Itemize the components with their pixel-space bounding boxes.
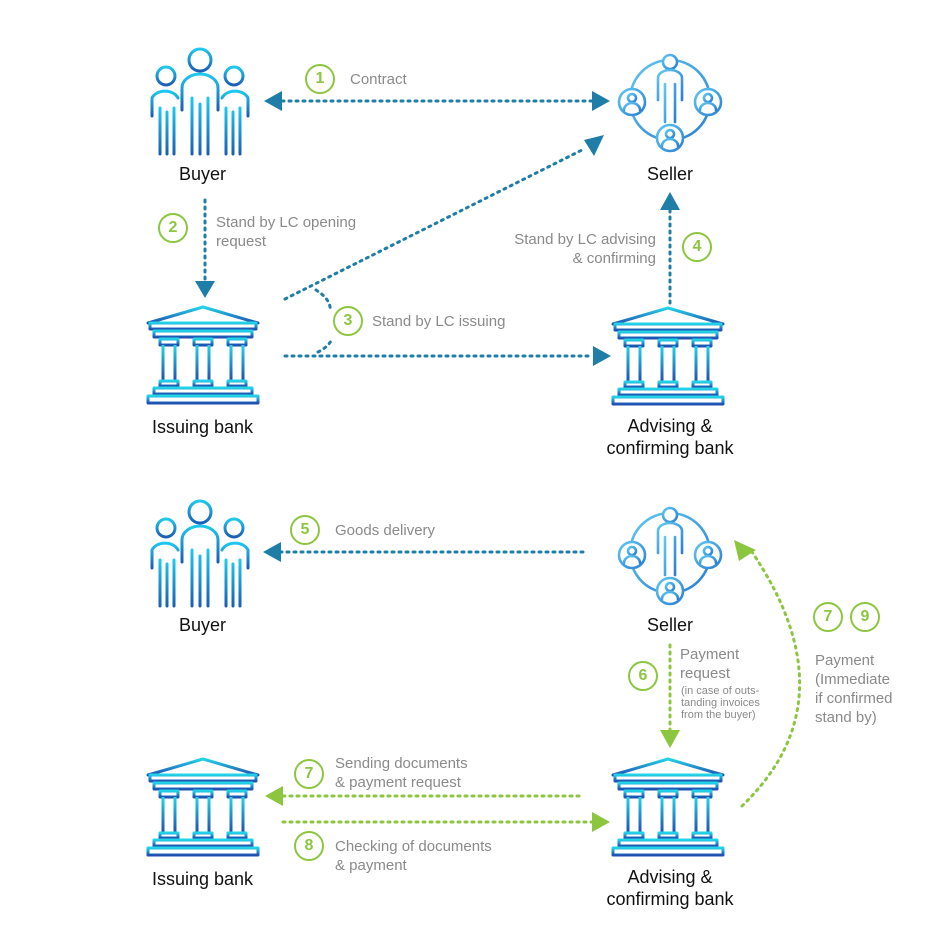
step-79-label-3: if confirmed <box>815 690 893 707</box>
arrowhead-checking-documents <box>592 812 610 832</box>
step-7-label-1: Sending documents <box>335 755 468 772</box>
advising-bank-bottom-label-1: Advising & <box>627 867 713 887</box>
step-7-badge: 7 <box>294 759 324 789</box>
step-8-label-2: & payment <box>335 857 407 874</box>
connector-3-upper <box>314 288 332 314</box>
issuing-bank-top-label: Issuing bank <box>151 417 254 437</box>
arrow-issuing-to-seller <box>283 148 584 301</box>
step-6-note-1: (in case of outs- <box>681 685 760 697</box>
advising-bank-top-label-2: confirming bank <box>606 438 734 458</box>
step-7-payment-badge: 7 <box>813 602 843 632</box>
issuing-bank-bottom-label: Issuing bank <box>151 869 254 889</box>
step-6-note-3: from the buyer) <box>681 709 756 721</box>
step-6-note-2: tanding invoices <box>681 697 760 709</box>
step-3-label: Stand by LC issuing <box>372 313 506 330</box>
arrowhead-goods-delivery <box>263 542 281 562</box>
connector-3-lower <box>316 336 334 354</box>
seller-bottom-label: Seller <box>646 615 694 635</box>
arrowhead-sending-documents <box>265 786 283 806</box>
issuing-bank-bottom-icon <box>146 757 260 857</box>
advising-bank-top-label-1: Advising & <box>627 416 713 436</box>
step-5-label: Goods delivery <box>335 522 436 539</box>
buyer-bottom-label: Buyer <box>178 615 227 635</box>
seller-bottom-icon <box>617 506 723 606</box>
step-7-label-2: & payment request <box>335 774 461 791</box>
arrowhead-issuing-to-seller <box>584 135 604 156</box>
arrowhead-issuing-to-advising <box>593 346 611 366</box>
step-8-badge: 8 <box>294 831 324 861</box>
arrowhead-advising-to-seller <box>660 192 680 210</box>
advising-bank-bottom-label-2: confirming bank <box>606 889 734 909</box>
step-9-payment-badge: 9 <box>850 602 880 632</box>
buyer-top-icon <box>150 47 250 156</box>
buyer-bottom-icon <box>150 499 250 608</box>
step-6-badge: 6 <box>628 661 658 691</box>
buyer-top-label: Buyer <box>178 164 227 184</box>
step-6-label-1: Payment <box>680 646 740 663</box>
step-2-label-1: Stand by LC opening <box>216 214 357 231</box>
arrowhead-contract-left <box>264 91 282 111</box>
step-4-label-2: & confirming <box>572 250 656 267</box>
step-79-label-1: Payment <box>815 652 875 669</box>
advising-bank-bottom-icon <box>611 757 725 857</box>
seller-top-icon <box>617 53 723 153</box>
step-79-label-4: stand by) <box>815 709 877 726</box>
step-1-badge: 1 <box>305 64 335 94</box>
step-2-badge: 2 <box>158 213 188 243</box>
step-3-badge: 3 <box>333 306 363 336</box>
arrowhead-opening-request <box>195 281 215 298</box>
arrow-payment-to-seller <box>740 550 801 808</box>
advising-bank-top-icon <box>611 306 725 406</box>
step-1-label: Contract <box>350 71 407 88</box>
arrowhead-contract-right <box>592 91 610 111</box>
issuing-bank-top-icon <box>146 305 260 405</box>
step-5-badge: 5 <box>290 515 320 545</box>
step-4-label-1: Stand by LC advising <box>514 231 656 248</box>
step-79-label-2: (Immediate <box>815 671 891 688</box>
arrowhead-payment-request <box>660 730 680 748</box>
step-8-label-1: Checking of documents <box>335 838 492 855</box>
seller-top-label: Seller <box>646 164 694 184</box>
step-2-label-2: request <box>216 233 267 250</box>
arrowhead-payment-to-seller <box>734 540 756 561</box>
step-6-label-2: request <box>680 665 731 682</box>
step-4-badge: 4 <box>682 232 712 262</box>
